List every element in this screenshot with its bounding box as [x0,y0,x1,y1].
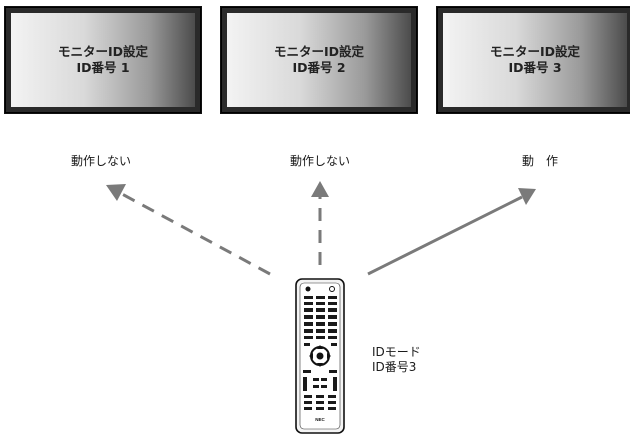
monitor-2: モニターID設定 ID番号 2 [220,6,418,114]
status-monitor-1: 動作しない [70,154,132,168]
remote-standby-button [329,286,335,292]
monitor-3-screen: モニターID設定 ID番号 3 [443,13,627,107]
remote-control: NEC [295,278,345,434]
monitor-3-id: ID番号 3 [508,60,562,75]
monitor-2-title: モニターID設定 [273,44,365,59]
monitor-1-screen: モニターID設定 ID番号 1 [11,13,195,107]
monitor-3: モニターID設定 ID番号 3 [436,6,630,114]
remote-button-grid [304,296,337,346]
remote-brand-logo: NEC [315,417,325,422]
status-monitor-3: 動 作 [521,154,559,168]
monitor-1: モニターID設定 ID番号 1 [4,6,202,114]
monitor-1-id: ID番号 1 [76,60,130,75]
monitor-3-title: モニターID設定 [489,44,581,59]
monitor-2-screen: モニターID設定 ID番号 2 [227,13,411,107]
status-monitor-2: 動作しない [289,154,351,168]
remote-id-number-label: ID番号3 [372,360,417,374]
remote-power-button [305,286,311,292]
arrow-right-solid [367,188,536,276]
monitor-1-title: モニターID設定 [57,44,149,59]
arrow-center-dashed [311,181,329,265]
remote-dpad [309,345,331,367]
remote-id-mode-label: IDモード [372,345,421,359]
arrow-left-dashed [106,184,271,276]
monitor-2-id: ID番号 2 [292,60,346,75]
remote-lower-buttons [303,370,337,410]
